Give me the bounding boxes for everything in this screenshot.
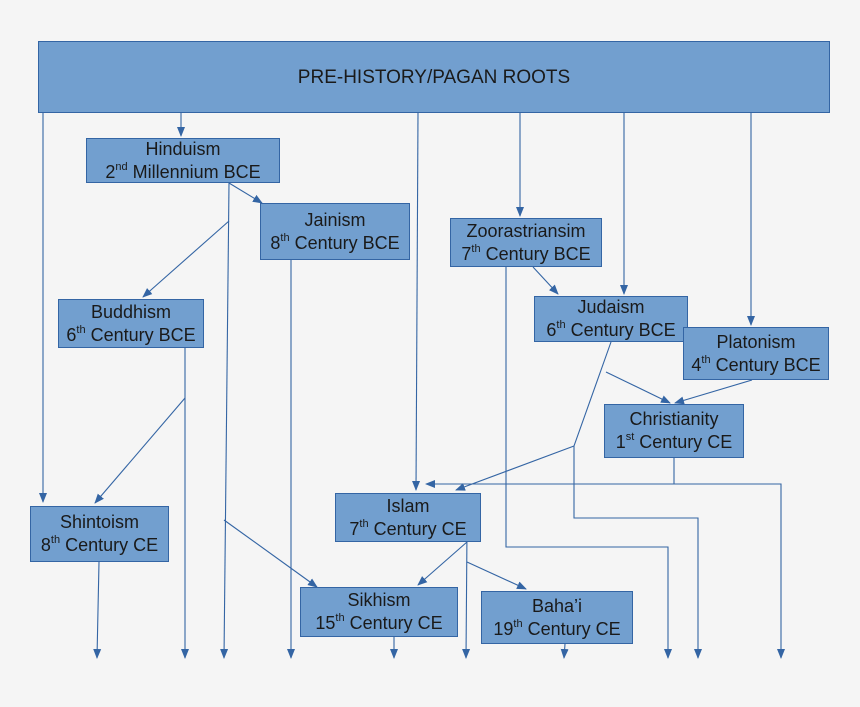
node-period: Century CE xyxy=(368,518,467,539)
node-name: Hinduism xyxy=(145,138,221,159)
arrow-hinduism-sikhism xyxy=(223,519,318,588)
node-sup: nd xyxy=(115,160,128,173)
node-num: 6 xyxy=(546,320,557,340)
node-num: 15 xyxy=(315,613,336,633)
node-name: Jainism xyxy=(304,209,366,230)
arrow-zoroastrianism-judaism xyxy=(532,266,559,295)
node-name: Buddhism xyxy=(90,301,172,322)
node-shintoism: Shintoism 8th Century CE xyxy=(30,506,169,562)
arrow-hinduism-buddhism xyxy=(142,220,230,298)
line-islam-down xyxy=(462,529,471,659)
line-christianity-down xyxy=(673,458,785,659)
node-sup: th xyxy=(556,319,566,331)
node-period: Century CE xyxy=(60,535,159,555)
arrow-judaism-christianity xyxy=(605,371,671,404)
node-islam: Islam 7th Century CE xyxy=(335,493,481,542)
arrow-islam-bahai xyxy=(466,561,527,590)
node-name: Sikhism xyxy=(347,590,411,610)
node-num: 8 xyxy=(270,232,281,253)
node-sup: th xyxy=(701,353,711,366)
node-name: Judaism xyxy=(577,297,645,317)
node-period: Century BCE xyxy=(289,232,400,253)
node-sup: th xyxy=(359,517,369,530)
node-jainism: Jainism 8th Century BCE xyxy=(260,203,410,260)
node-christianity: Christianity 1st Century CE xyxy=(604,404,744,458)
node-num: 7 xyxy=(461,243,472,264)
node-name: Zoorastriansim xyxy=(466,220,586,241)
node-sup: th xyxy=(280,231,290,244)
pre-history-root-box: PRE-HISTORY/PAGAN ROOTS xyxy=(38,41,830,113)
node-num: 19 xyxy=(493,618,514,639)
node-num: 2 xyxy=(105,161,116,182)
node-name: Baha’i xyxy=(531,595,583,616)
node-name: Christianity xyxy=(629,409,719,429)
node-name: Platonism xyxy=(716,331,796,352)
line-judaism-down xyxy=(573,341,702,659)
node-period: Millennium BCE xyxy=(127,161,261,182)
node-sup: th xyxy=(76,323,86,336)
node-name: Shintoism xyxy=(59,512,140,532)
node-sup: st xyxy=(625,431,635,443)
line-hinduism-down xyxy=(220,182,230,659)
node-period: Century BCE xyxy=(565,320,676,340)
node-hinduism: Hinduism 2nd Millennium BCE xyxy=(86,138,280,183)
node-sikhism: Sikhism 15th Century CE xyxy=(300,587,458,637)
node-period: Century CE xyxy=(344,613,443,633)
node-num: 4 xyxy=(691,354,702,375)
node-sup: th xyxy=(471,242,481,255)
arrow-buddhism-shintoism xyxy=(94,397,186,504)
node-period: Century CE xyxy=(634,432,733,452)
node-period: Century BCE xyxy=(480,243,591,264)
line-shintoism-down xyxy=(93,561,102,659)
root-label: PRE-HISTORY/PAGAN ROOTS xyxy=(297,66,571,88)
line-bahai-down xyxy=(560,643,569,659)
node-judaism: Judaism 6th Century BCE xyxy=(534,296,688,342)
node-num: 6 xyxy=(66,324,77,345)
node-num: 7 xyxy=(349,518,360,539)
node-sup: th xyxy=(513,617,523,630)
arrow-roots-islam xyxy=(412,112,421,491)
node-sup: th xyxy=(50,534,61,546)
node-sup: th xyxy=(335,612,345,624)
node-bahai: Baha’i 19th Century CE xyxy=(481,591,633,644)
line-zoroastrianism-down xyxy=(505,267,672,659)
node-period: Century CE xyxy=(522,618,621,639)
node-num: 1 xyxy=(615,432,626,452)
node-platonism: Platonism 4th Century BCE xyxy=(683,327,829,380)
arrow-hinduism-jainism xyxy=(228,182,263,204)
arrow-judaism-islam xyxy=(455,445,575,491)
arrow-islam-sikhism xyxy=(417,541,468,586)
node-zoroastrianism: Zoorastriansim 7th Century BCE xyxy=(450,218,602,267)
arrow-platonism-christianity xyxy=(674,379,753,405)
node-buddhism: Buddhism 6th Century BCE xyxy=(58,299,204,348)
node-name: Islam xyxy=(386,495,430,516)
node-num: 8 xyxy=(40,535,51,555)
node-period: Century BCE xyxy=(85,324,196,345)
node-period: Century BCE xyxy=(710,354,821,375)
